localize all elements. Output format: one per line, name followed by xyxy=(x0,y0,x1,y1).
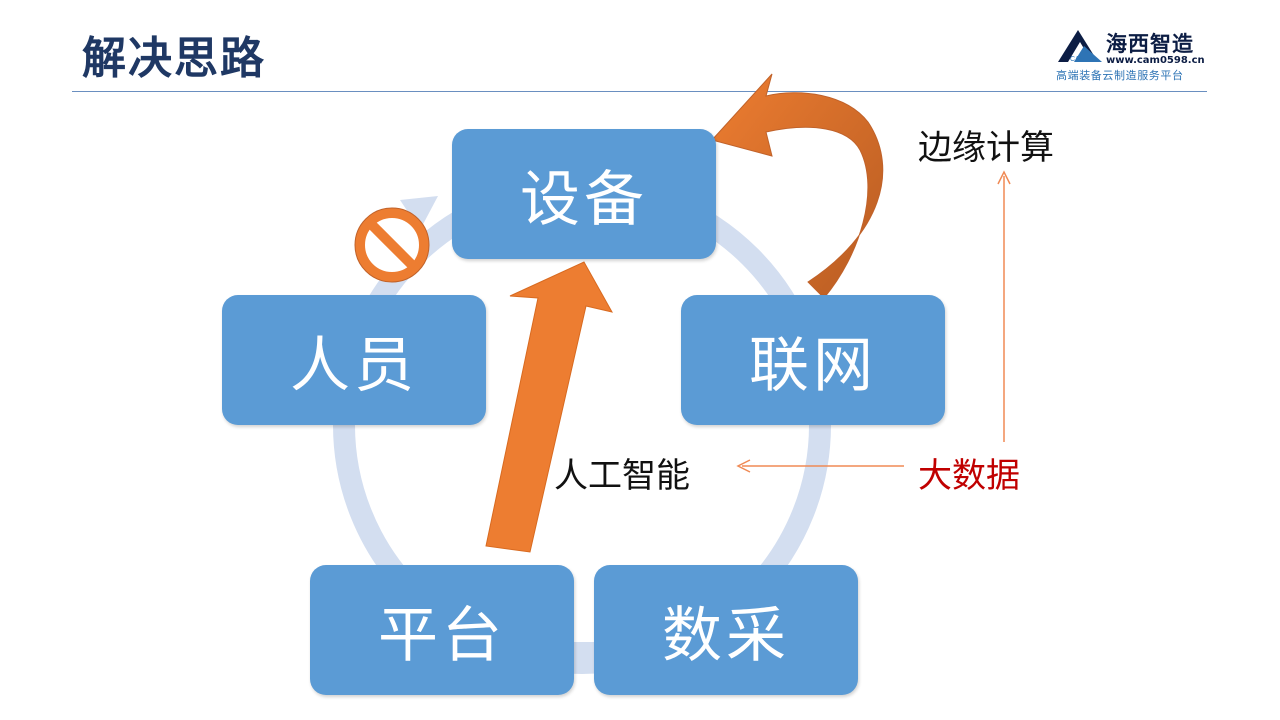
platform-datacollect-connector xyxy=(572,642,594,666)
cycle-ring-arrowhead xyxy=(400,196,438,230)
logo-url: www.cam0598.cn xyxy=(1106,55,1205,66)
logo-name: 海西智造 xyxy=(1106,32,1194,56)
ai-arrow xyxy=(485,261,613,553)
company-logo: CAM 海西智造 www.cam0598.cn 高端装备云制造服务平台 xyxy=(1056,28,1206,84)
header-divider xyxy=(72,91,1207,92)
bigdata-to-edge-arrowhead xyxy=(997,170,1011,185)
logo-mark-icon: CAM xyxy=(1058,30,1102,63)
bigdata-to-ai-arrowhead xyxy=(736,459,751,473)
svg-text:CAM: CAM xyxy=(1070,56,1086,63)
edge-feedback-arrow xyxy=(711,73,884,299)
node-network: 联网 xyxy=(681,295,945,425)
logo-tagline: 高端装备云制造服务平台 xyxy=(1056,69,1184,82)
node-device: 设备 xyxy=(452,129,716,259)
node-platform: 平台 xyxy=(310,565,574,695)
node-data-collection: 数采 xyxy=(594,565,858,695)
label-edge-computing: 边缘计算 xyxy=(918,128,1054,168)
page-title: 解决思路 xyxy=(82,33,266,84)
node-people: 人员 xyxy=(222,295,486,425)
label-ai: 人工智能 xyxy=(554,456,690,496)
label-big-data: 大数据 xyxy=(918,456,1020,496)
no-symbol-icon xyxy=(354,207,430,283)
